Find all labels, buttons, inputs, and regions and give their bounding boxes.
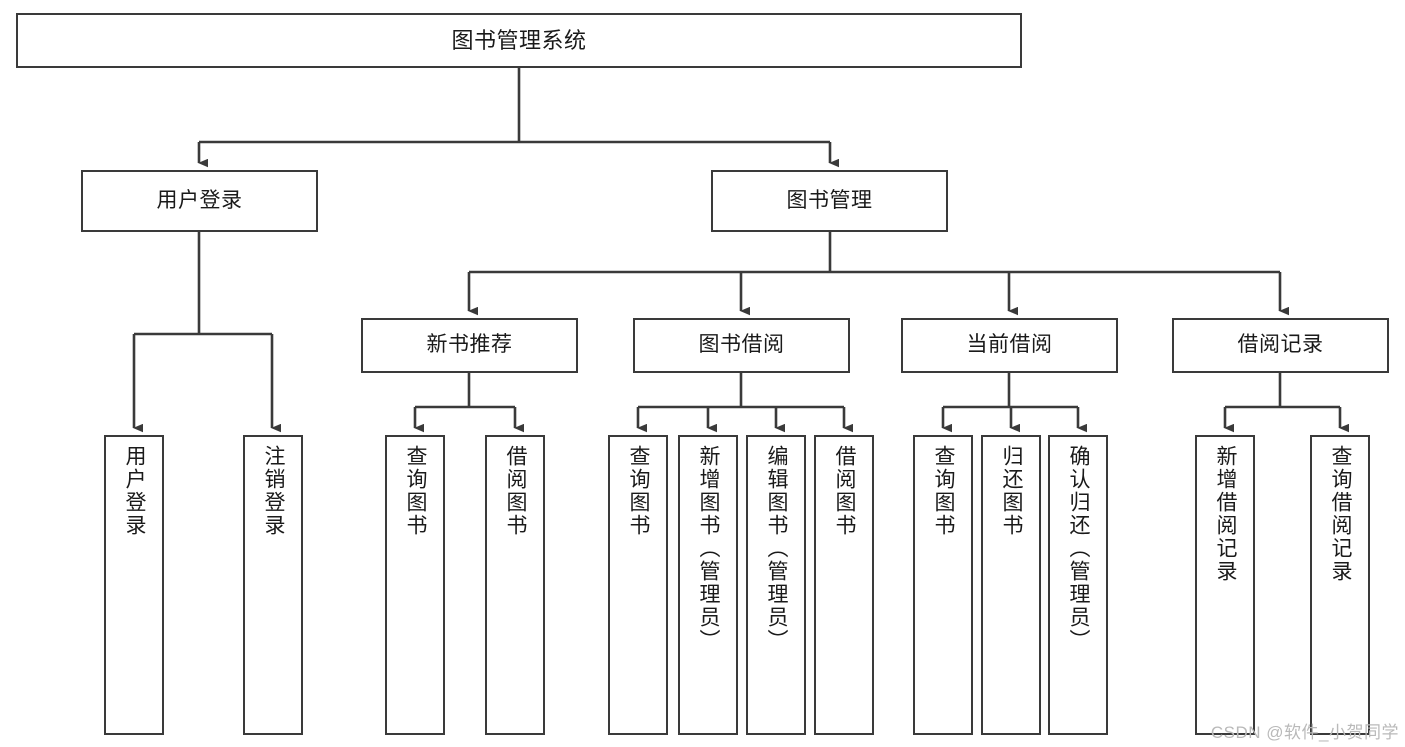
node-leaf-borrow-book-1-label: 借阅图书 [504,445,528,537]
node-book-borrow-label: 图书借阅 [698,333,785,357]
node-root-system-label: 图书管理系统 [451,27,587,53]
node-leaf-add-borrow-record[interactable]: 新增借阅记录 [1195,435,1255,735]
node-book-borrow[interactable]: 图书借阅 [633,318,850,373]
node-book-manage[interactable]: 图书管理 [711,170,948,232]
node-borrow-record-label: 借阅记录 [1237,333,1324,357]
node-leaf-confirm-return-label: 确认归还（管理员） [1067,445,1091,652]
node-current-borrow[interactable]: 当前借阅 [901,318,1118,373]
node-leaf-query-book-3-label: 查询图书 [932,445,956,537]
node-leaf-user-login-label: 用户登录 [123,445,147,537]
node-leaf-borrow-book-2-label: 借阅图书 [833,445,857,537]
node-leaf-borrow-book-2[interactable]: 借阅图书 [814,435,874,735]
node-leaf-user-login[interactable]: 用户登录 [104,435,164,735]
node-leaf-query-book-1-label: 查询图书 [404,445,428,537]
node-leaf-return-book[interactable]: 归还图书 [981,435,1041,735]
node-new-book-recommend-label: 新书推荐 [426,333,513,357]
node-book-manage-label: 图书管理 [786,188,873,212]
node-user-login[interactable]: 用户登录 [81,170,318,232]
node-leaf-return-book-label: 归还图书 [1000,445,1024,537]
node-new-book-recommend[interactable]: 新书推荐 [361,318,578,373]
csdn-watermark: CSDN @软件_小贺同学 [1210,723,1399,742]
node-leaf-query-book-2[interactable]: 查询图书 [608,435,668,735]
node-leaf-edit-book-label: 编辑图书（管理员） [765,445,789,652]
node-leaf-add-book-label: 新增图书（管理员） [697,445,721,652]
node-leaf-add-borrow-record-label: 新增借阅记录 [1214,445,1238,583]
node-leaf-logout[interactable]: 注销登录 [243,435,303,735]
node-current-borrow-label: 当前借阅 [966,333,1053,357]
node-leaf-confirm-return[interactable]: 确认归还（管理员） [1048,435,1108,735]
node-leaf-add-book[interactable]: 新增图书（管理员） [678,435,738,735]
node-leaf-query-book-2-label: 查询图书 [627,445,651,537]
node-leaf-query-book-1[interactable]: 查询图书 [385,435,445,735]
node-leaf-query-book-3[interactable]: 查询图书 [913,435,973,735]
node-root-system[interactable]: 图书管理系统 [16,13,1022,68]
node-user-login-label: 用户登录 [156,188,243,212]
node-leaf-logout-label: 注销登录 [262,445,286,537]
node-borrow-record[interactable]: 借阅记录 [1172,318,1389,373]
node-leaf-query-borrow-record-label: 查询借阅记录 [1329,445,1353,583]
node-leaf-edit-book[interactable]: 编辑图书（管理员） [746,435,806,735]
node-leaf-query-borrow-record[interactable]: 查询借阅记录 [1310,435,1370,735]
node-leaf-borrow-book-1[interactable]: 借阅图书 [485,435,545,735]
